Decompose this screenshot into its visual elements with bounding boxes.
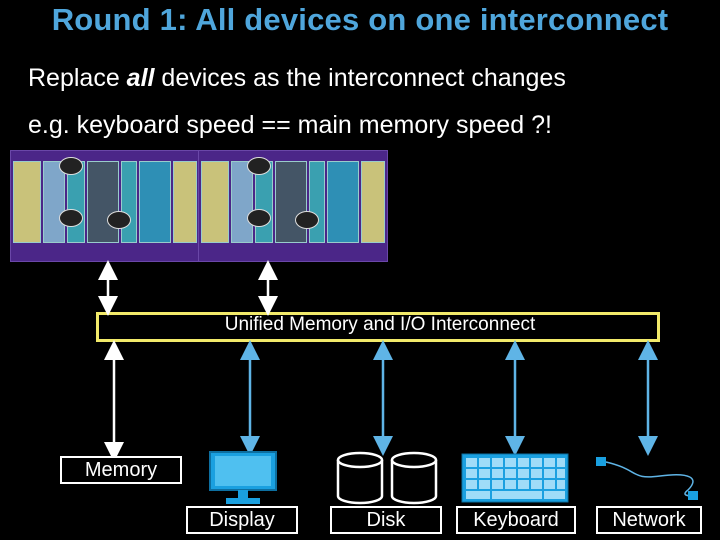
- display-label: Display: [186, 506, 298, 534]
- memory-box: Memory: [60, 456, 182, 484]
- network-label: Network: [596, 506, 702, 534]
- bullet-line-2: e.g. keyboard speed == main memory speed…: [28, 111, 552, 139]
- bullet-line-1: Replace all devices as the interconnect …: [28, 64, 566, 93]
- display-icon: [209, 451, 277, 504]
- pipeline-unit: [247, 157, 271, 175]
- pipeline-stage: [231, 161, 253, 243]
- bullet-line-1-emphasis: all: [126, 64, 155, 92]
- slide-title: Round 1: All devices on one interconnect: [51, 2, 669, 37]
- pipeline-unit: [59, 209, 83, 227]
- pipeline-stage: [275, 161, 307, 243]
- pipeline-stage: [201, 161, 229, 243]
- network-icon: [596, 457, 698, 500]
- pipeline-unit: [247, 209, 271, 227]
- keyboard-icon: [461, 453, 569, 503]
- bullet-line-1-post: devices as the interconnect changes: [154, 64, 566, 92]
- pipeline-stage: [13, 161, 41, 243]
- bullet-line-1-pre: Replace: [28, 64, 127, 92]
- keyboard-label: Keyboard: [456, 506, 576, 534]
- pipeline-unit: [295, 211, 319, 229]
- cpu-pipeline-diagram-1: [10, 150, 200, 262]
- pipeline-unit: [107, 211, 131, 229]
- pipeline-unit: [59, 157, 83, 175]
- pipeline-stage: [173, 161, 197, 243]
- disk-icon: [336, 451, 438, 505]
- pipeline-stage: [139, 161, 171, 243]
- pipeline-stage: [361, 161, 385, 243]
- pipeline-stage: [87, 161, 119, 243]
- pipeline-stage: [327, 161, 359, 243]
- interconnect-label: Unified Memory and I/O Interconnect: [224, 314, 536, 335]
- disk-label: Disk: [330, 506, 442, 534]
- pipeline-stage: [43, 161, 65, 243]
- cpu-pipeline-diagram-2: [198, 150, 388, 262]
